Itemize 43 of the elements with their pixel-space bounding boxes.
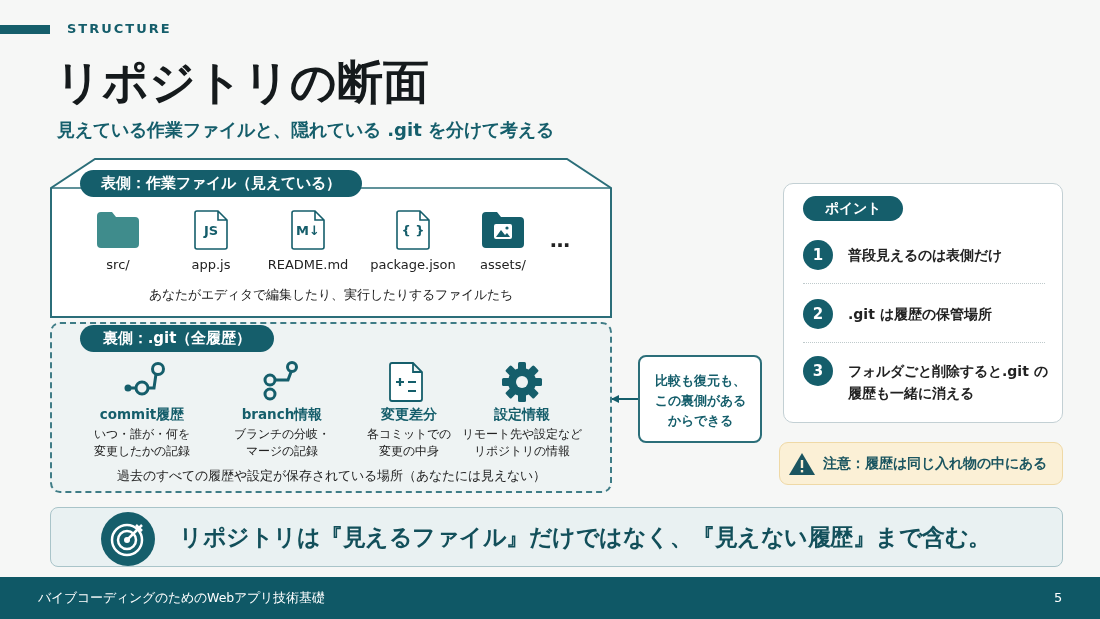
icon-text: M↓	[295, 223, 321, 238]
section-pill: ポイント	[803, 196, 903, 221]
number-badge: 1	[803, 240, 833, 270]
item-title: branch情報	[240, 406, 324, 424]
icon-text: { }	[400, 223, 426, 238]
item-description: 各コミットでの変更の中身	[366, 426, 452, 460]
callout-text: 比較も復元も、この裏側があるからできる	[654, 372, 746, 430]
number-badge: 2	[803, 299, 833, 329]
number-badge: 3	[803, 356, 833, 386]
section-pill: 裏側：.git（全履歴）	[80, 325, 274, 352]
file-name: README.md	[266, 257, 350, 272]
ellipsis: …	[550, 228, 570, 252]
callout-box	[638, 355, 762, 443]
item-description: いつ・誰が・何を変更したかの記録	[93, 426, 191, 460]
warning-box	[779, 442, 1063, 485]
subtitle: 見えている作業ファイルと、隠れている .git を分けて考える	[57, 118, 555, 142]
item-description: ブランチの分岐・マージの記録	[233, 426, 331, 460]
page-number: 5	[1054, 590, 1063, 605]
file-name: app.js	[190, 257, 232, 272]
history-layer-box	[50, 322, 612, 493]
arrow	[611, 395, 639, 403]
item-title: commit履歴	[98, 406, 186, 424]
file-name: src/	[105, 257, 131, 272]
icon-text: JS	[202, 223, 220, 238]
footer-text: バイブコーディングのためのWebアプリ技術基礎	[38, 590, 326, 607]
item-title: 変更差分	[380, 406, 438, 424]
section-pill: 表側：作業ファイル（見えている）	[80, 170, 362, 197]
point-text: フォルダごと削除すると.git の履歴も一緒に消える	[848, 362, 1049, 403]
title: リポジトリの断面	[55, 54, 429, 111]
point-text: 普段見えるのは表側だけ	[848, 246, 1003, 265]
front-layer-box	[50, 158, 612, 318]
file-name: assets/	[479, 257, 527, 272]
item-title: 設定情報	[493, 406, 551, 424]
summary-text: リポジトリは『見えるファイル』だけではなく、『見えない履歴』まで含む。	[179, 523, 991, 552]
caption-text: あなたがエディタで編集したり、実行したりするファイルたち	[148, 286, 514, 304]
point-text: .git は履歴の保管場所	[848, 305, 993, 324]
summary-banner	[50, 507, 1063, 567]
item-description: リモート先や設定などリポジトリの情報	[461, 426, 583, 460]
file-name: package.json	[369, 257, 457, 272]
warning-text: 注意：履歴は同じ入れ物の中にある	[823, 455, 1047, 473]
caption-text: 過去のすべての履歴や設定が保存されている場所（あなたには見えない）	[115, 467, 547, 485]
points-panel	[783, 183, 1063, 423]
section-label: STRUCTURE	[67, 21, 172, 36]
